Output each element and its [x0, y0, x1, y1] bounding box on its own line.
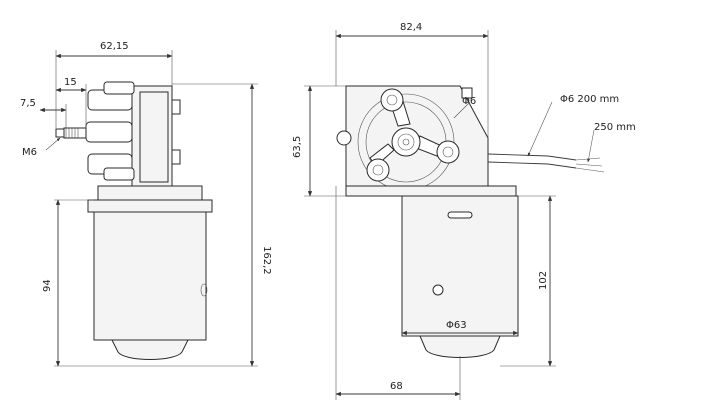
- side-shaft: [55, 127, 87, 139]
- dim-label-cable-250: 250 mm: [594, 122, 636, 133]
- dim-label-62-15: 62,15: [100, 41, 129, 52]
- side-motor-vent: [200, 283, 208, 297]
- front-motor-flange: [345, 185, 517, 197]
- dim-label-15: 15: [64, 77, 77, 88]
- side-screw-bosses: [85, 81, 181, 181]
- dim-label-cable-200: Φ6 200 mm: [560, 94, 619, 105]
- dim-label-82-4: 82,4: [400, 22, 422, 33]
- dim-label-63-5: 63,5: [292, 136, 303, 158]
- front-motor-slot: [447, 211, 473, 219]
- front-housing-tab: [461, 87, 473, 99]
- dim-label-68: 68: [390, 381, 403, 392]
- front-motor-hole: [432, 284, 444, 296]
- side-motor-endcap: [111, 339, 189, 360]
- side-gearbox-inner: [139, 91, 169, 183]
- front-motor-endcap: [419, 335, 501, 358]
- dim-label-phi63: Φ63: [446, 320, 467, 331]
- front-shaft-hub: [391, 127, 421, 157]
- dim-label-102: 102: [538, 271, 549, 290]
- side-motor-flange: [97, 185, 203, 201]
- dim-label-94: 94: [42, 279, 53, 292]
- dim-label-phi6: Φ6: [462, 96, 476, 107]
- dim-label-162-2: 162,2: [261, 246, 272, 275]
- dim-label-m6: M6: [22, 147, 37, 158]
- side-motor-collar: [87, 199, 213, 213]
- front-motor-body: [401, 195, 519, 337]
- front-cable: [487, 153, 605, 173]
- front-pivot: [336, 130, 352, 146]
- dim-label-7-5: 7,5: [20, 98, 36, 109]
- side-view: 62,15 15 7,5 M6 94 162,2: [20, 41, 272, 367]
- front-view: 82,4 63,5 Φ6 Φ6 200 mm 250 mm Φ63 102 68: [292, 22, 636, 400]
- side-motor-body: [93, 211, 207, 341]
- front-screws: [366, 88, 460, 182]
